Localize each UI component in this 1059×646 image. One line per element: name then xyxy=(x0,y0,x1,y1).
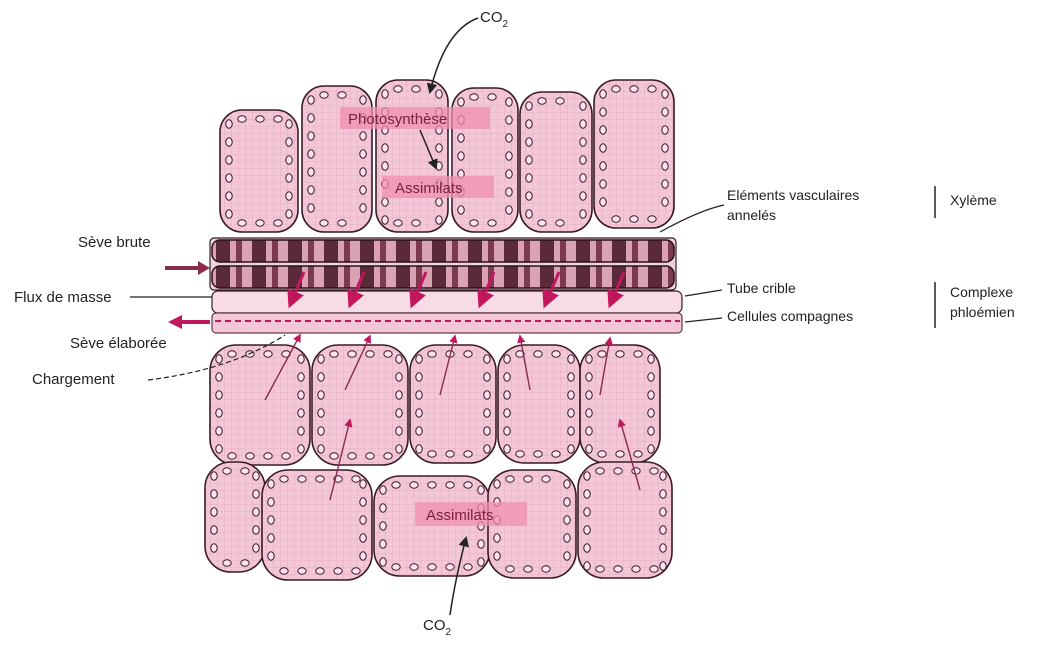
xylem-vessel-upper xyxy=(212,240,674,262)
mesophyll-cell xyxy=(262,470,372,580)
assimilats-top-label: Assimilats xyxy=(395,180,463,197)
mesophyll-cell xyxy=(210,345,310,465)
chargement-label: Chargement xyxy=(32,371,115,388)
mesophyll-cell xyxy=(220,110,298,232)
mesophyll-cell xyxy=(410,345,496,463)
mesophyll-cell xyxy=(520,92,592,232)
xyleme-label: Xylème xyxy=(950,192,997,208)
mesophyll-cell xyxy=(205,462,265,572)
companion-cells xyxy=(212,313,682,333)
mesophyll-cell xyxy=(498,345,580,463)
photosynthese-label: Photosynthèse xyxy=(348,111,447,128)
seve-elaboree-label: Sève élaborée xyxy=(70,335,167,352)
mesophyll-cell xyxy=(578,462,672,578)
mesophyll-cell xyxy=(312,345,408,465)
mesophyll-cell xyxy=(376,80,448,232)
upper-mesophyll-cells xyxy=(220,80,674,232)
seve-brute-label: Sève brute xyxy=(78,234,151,251)
flux-de-masse-label: Flux de masse xyxy=(14,289,112,306)
co2-top-label: CO2 xyxy=(480,9,509,30)
assimilats-bottom-label: Assimilats xyxy=(426,507,494,524)
co2-bottom-label: CO2 xyxy=(423,617,452,638)
mesophyll-cell xyxy=(594,80,674,228)
tube-crible-label: Tube crible xyxy=(727,280,796,296)
seve-brute-arrow xyxy=(165,261,210,275)
xylem-vessel-lower xyxy=(212,266,674,288)
mesophyll-cell xyxy=(580,345,660,463)
cellules-compagnes-label: Cellules compagnes xyxy=(727,308,853,324)
vascular-bundle xyxy=(210,238,682,333)
seve-elaboree-arrow xyxy=(168,315,210,329)
